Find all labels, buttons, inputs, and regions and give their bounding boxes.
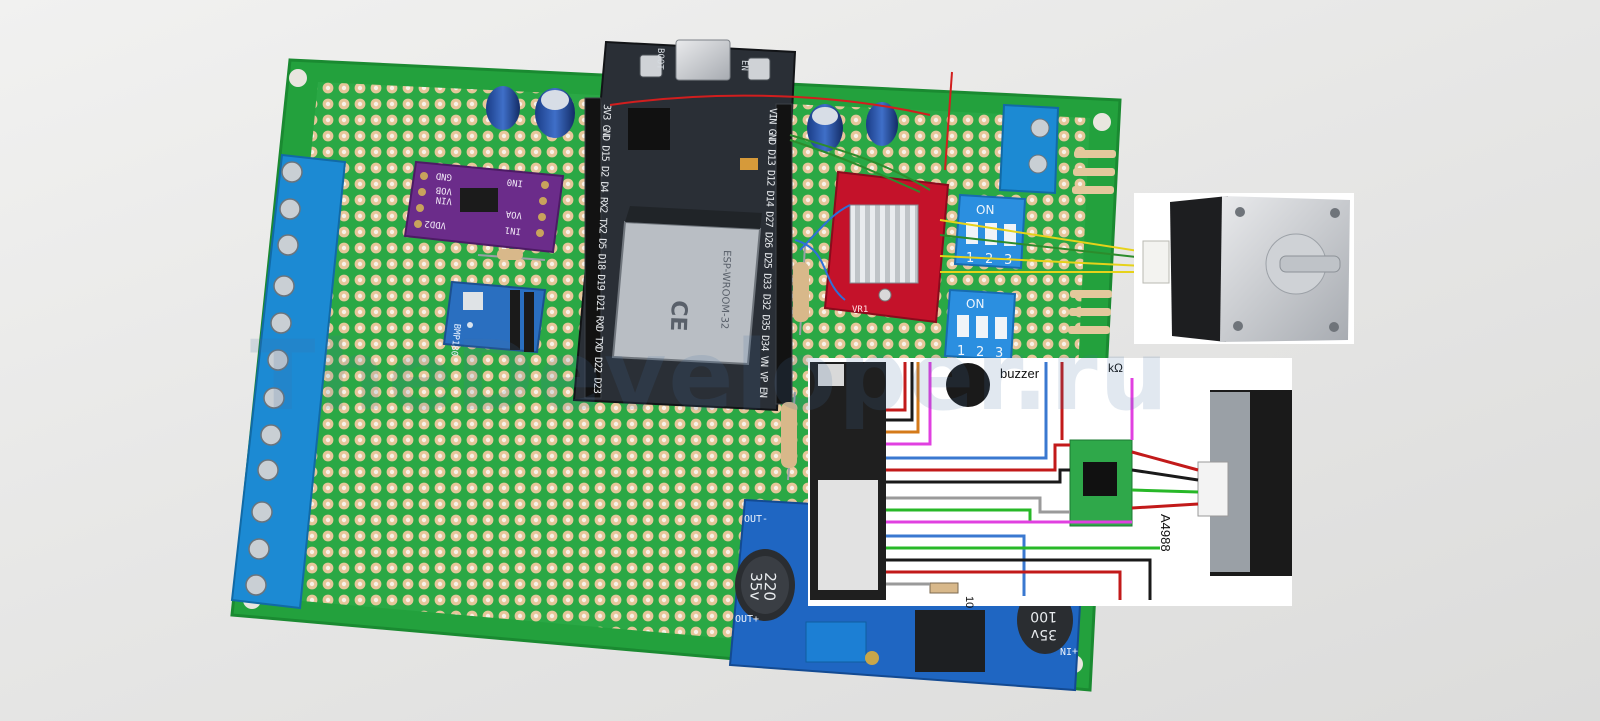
wroom-module xyxy=(611,220,762,366)
stepper-motor-inset xyxy=(1134,193,1354,344)
schematic-buzzer-label: buzzer xyxy=(1000,366,1040,381)
dip1-number-2: 2 xyxy=(985,252,993,267)
usb-port xyxy=(675,39,731,81)
pressure-sensor-label: BMP180 xyxy=(448,323,461,356)
schematic-resistor-label-top: kΩ xyxy=(1108,361,1123,375)
esp32-dev-board: BOOT EN 3V3 GND D15 D2 D4 RX2 TX2 D5 D18… xyxy=(572,39,797,412)
dip2-number-3: 3 xyxy=(995,346,1003,361)
sensor-pin-in1: IN1 xyxy=(504,224,521,236)
resistor-small xyxy=(477,249,546,261)
inductor xyxy=(915,610,985,672)
regulator-out-minus: OUT- xyxy=(744,514,768,525)
regulator-cap-voltage: 35v xyxy=(746,572,765,601)
dip-switch-1: ON 1 2 3 xyxy=(953,193,1027,270)
en-label: EN xyxy=(739,60,749,71)
mounting-hole xyxy=(1093,113,1111,131)
current-pot xyxy=(878,288,892,302)
pressure-sensor-module: BMP180 xyxy=(442,280,547,356)
driver-vr-label: VR1 xyxy=(852,305,868,315)
sensor-pin-in0: IN0 xyxy=(506,176,523,188)
strip-pads xyxy=(1068,150,1116,334)
sensor-pin-vdd2: VDD2 xyxy=(424,218,447,230)
boot-button xyxy=(639,54,663,78)
motor-connector xyxy=(1142,240,1170,284)
dip1-number-1: 1 xyxy=(966,251,974,266)
sensor-pin-vin: VIN xyxy=(435,194,452,206)
en-button xyxy=(747,57,771,81)
sensor-pin-voa: VOA xyxy=(505,208,523,220)
regulator-in-plus: +IN xyxy=(1060,645,1078,656)
boot-label: BOOT xyxy=(654,48,665,71)
heatsink xyxy=(849,204,919,284)
dip2-number-1: 1 xyxy=(957,344,965,359)
sensor-pin-gnd: GND xyxy=(435,170,452,182)
regulator-cap2-value: 100 xyxy=(1030,608,1057,624)
svg-text:CE: CE xyxy=(665,300,691,332)
wires xyxy=(609,71,1146,301)
regulator-out-plus: OUT+ xyxy=(735,614,759,625)
schematic-driver-label: A4988 xyxy=(1158,514,1173,552)
resistors-vertical xyxy=(781,244,809,481)
dip2-number-2: 2 xyxy=(976,345,984,360)
sensor-pin-vob: VOB xyxy=(435,184,452,196)
schematic-resistor-label-bottom: 10 xyxy=(963,596,975,608)
mounting-hole xyxy=(289,69,307,87)
terminal-block-left xyxy=(230,153,347,610)
regulator-cap-value: 220 xyxy=(760,572,779,601)
stepper-driver-module: VR1 xyxy=(823,170,950,324)
capacitors-top-left xyxy=(486,86,575,138)
regulator-cap2-voltage: 35v xyxy=(1031,626,1057,642)
wroom-brand: ESP-WROOM-32 xyxy=(718,250,732,330)
dip1-number-3: 3 xyxy=(1004,253,1012,268)
current-sensor-module: GND VIN VDD2 IN0 IN1 VOA VOB xyxy=(403,160,565,254)
terminal-block-right xyxy=(998,103,1060,195)
schematic-buzzer xyxy=(946,363,990,407)
dip1-on-label: ON xyxy=(976,203,994,217)
capacitors-top-right xyxy=(807,102,898,152)
schematic-inset: buzzer kΩ A4988 10 xyxy=(808,358,1292,608)
usb-uart-chip xyxy=(628,108,670,150)
trimmer-pot xyxy=(805,621,867,663)
dip2-on-label: ON xyxy=(966,297,984,311)
dip-switch-2: ON 1 2 3 xyxy=(943,288,1017,362)
